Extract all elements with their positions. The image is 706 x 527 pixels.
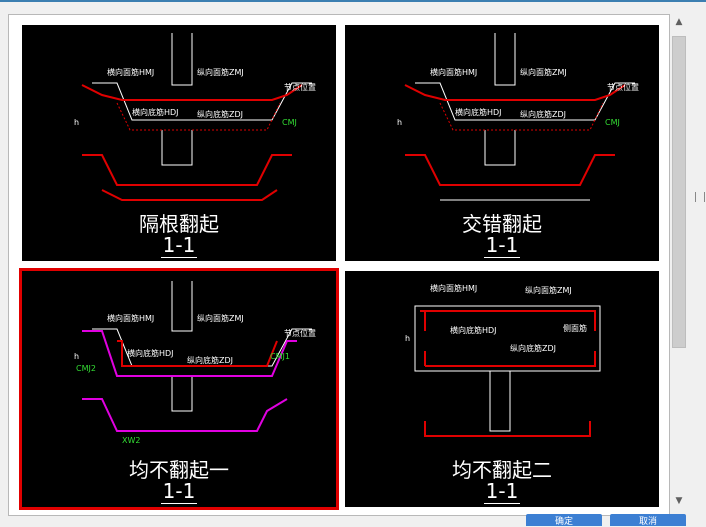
svg-text:CMJ1: CMJ1 xyxy=(270,352,290,361)
image-gallery: 横向面筋HMJ 纵向面筋ZMJ 横向底筋HDJ 纵向底筋ZDJ CMJ h 节点… xyxy=(8,14,670,516)
tile-1-section-label: 1-1 xyxy=(160,233,198,258)
vertical-scrollbar[interactable]: ▲ ▼ xyxy=(670,14,688,509)
option-tile-3[interactable]: 横向面筋HMJ 纵向面筋ZMJ 横向底筋HDJ 纵向底筋ZDJ CMJ1 CMJ… xyxy=(22,271,336,507)
ok-button[interactable]: 确定 xyxy=(526,514,602,527)
svg-text:CMJ: CMJ xyxy=(282,118,297,127)
window-right-edge xyxy=(692,14,706,524)
svg-text:横向底筋HDJ: 横向底筋HDJ xyxy=(455,107,502,117)
svg-text:横向底筋HDJ: 横向底筋HDJ xyxy=(450,325,497,335)
svg-text:纵向底筋ZDJ: 纵向底筋ZDJ xyxy=(187,355,233,365)
cancel-button[interactable]: 取消 xyxy=(610,514,686,527)
svg-text:横向面筋HMJ: 横向面筋HMJ xyxy=(430,67,477,77)
svg-text:节点位置: 节点位置 xyxy=(607,82,639,92)
svg-text:纵向面筋ZMJ: 纵向面筋ZMJ xyxy=(520,67,567,77)
svg-text:CMJ2: CMJ2 xyxy=(76,364,96,373)
svg-text:横向底筋HDJ: 横向底筋HDJ xyxy=(132,107,179,117)
scroll-down-arrow-icon[interactable]: ▼ xyxy=(675,496,683,506)
tile-4-section-label: 1-1 xyxy=(483,479,521,504)
tile-4-caption: 均不翻起二 xyxy=(452,458,552,482)
svg-text:h: h xyxy=(74,352,79,361)
svg-text:纵向面筋ZMJ: 纵向面筋ZMJ xyxy=(525,285,572,295)
svg-text:纵向面筋ZMJ: 纵向面筋ZMJ xyxy=(197,313,244,323)
tile-3-caption: 均不翻起一 xyxy=(129,458,229,482)
svg-text:纵向底筋ZDJ: 纵向底筋ZDJ xyxy=(197,109,243,119)
svg-text:h: h xyxy=(397,118,402,127)
tile-1-caption: 隔根翻起 xyxy=(139,212,219,236)
svg-text:横向面筋HMJ: 横向面筋HMJ xyxy=(430,283,477,293)
svg-text:纵向底筋ZDJ: 纵向底筋ZDJ xyxy=(520,109,566,119)
window-top-border xyxy=(0,0,706,14)
svg-text:节点位置: 节点位置 xyxy=(284,328,316,338)
svg-text:横向面筋HMJ: 横向面筋HMJ xyxy=(107,67,154,77)
scroll-up-arrow-icon[interactable]: ▲ xyxy=(675,17,683,27)
svg-text:h: h xyxy=(405,334,410,343)
svg-text:CMJ: CMJ xyxy=(605,118,620,127)
option-tile-2[interactable]: 横向面筋HMJ 纵向面筋ZMJ 横向底筋HDJ 纵向底筋ZDJ CMJ h 节点… xyxy=(345,25,659,261)
rebar-diagram-3: 横向面筋HMJ 纵向面筋ZMJ 横向底筋HDJ 纵向底筋ZDJ CMJ1 CMJ… xyxy=(74,281,316,445)
tile-2-section-label: 1-1 xyxy=(483,233,521,258)
svg-text:横向底筋HDJ: 横向底筋HDJ xyxy=(127,348,174,358)
svg-text:纵向底筋ZDJ: 纵向底筋ZDJ xyxy=(510,343,556,353)
svg-text:XW2: XW2 xyxy=(122,436,140,445)
rebar-diagram-2: 横向面筋HMJ 纵向面筋ZMJ 横向底筋HDJ 纵向底筋ZDJ CMJ h 节点… xyxy=(397,33,639,201)
svg-text:h: h xyxy=(74,118,79,127)
scrollbar-thumb[interactable] xyxy=(672,36,686,348)
rebar-diagram-1: 横向面筋HMJ 纵向面筋ZMJ 横向底筋HDJ 纵向底筋ZDJ CMJ h 节点… xyxy=(74,33,316,201)
tile-3-section-label: 1-1 xyxy=(160,479,198,504)
svg-text:纵向面筋ZMJ: 纵向面筋ZMJ xyxy=(197,67,244,77)
option-tile-4[interactable]: 横向面筋HMJ 纵向面筋ZMJ 横向底筋HDJ 纵向底筋ZDJ 侧面筋 h 均不… xyxy=(345,271,659,507)
svg-text:横向面筋HMJ: 横向面筋HMJ xyxy=(107,313,154,323)
option-tile-1[interactable]: 横向面筋HMJ 纵向面筋ZMJ 横向底筋HDJ 纵向底筋ZDJ CMJ h 节点… xyxy=(22,25,336,261)
svg-text:节点位置: 节点位置 xyxy=(284,82,316,92)
rebar-diagram-4: 横向面筋HMJ 纵向面筋ZMJ 横向底筋HDJ 纵向底筋ZDJ 侧面筋 h xyxy=(405,283,601,437)
tile-2-caption: 交错翻起 xyxy=(462,212,542,236)
svg-text:侧面筋: 侧面筋 xyxy=(563,323,587,333)
